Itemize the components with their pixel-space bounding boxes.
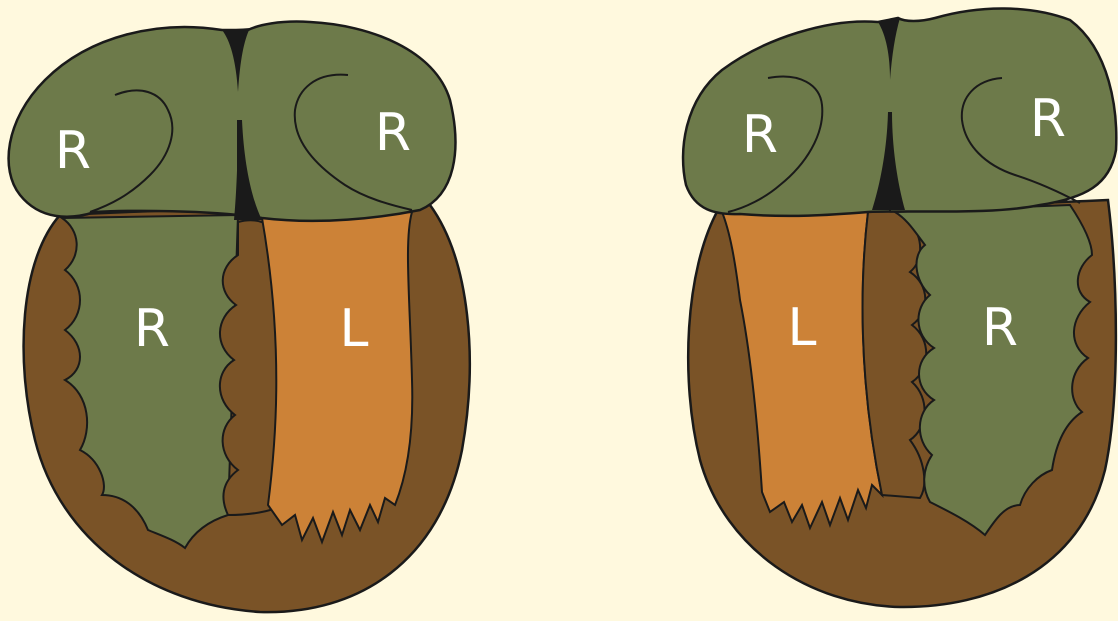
left-heart: R R R L bbox=[9, 22, 470, 613]
label-right-ventricle: R bbox=[134, 299, 170, 359]
label-right-atrium-1: R bbox=[55, 121, 91, 181]
label-right-atrium-2: R bbox=[375, 103, 411, 163]
label-right-atrium-1: R bbox=[742, 105, 778, 165]
label-left-ventricle: L bbox=[788, 298, 817, 358]
label-left-ventricle: L bbox=[340, 299, 369, 359]
left-ventricle bbox=[262, 212, 412, 542]
label-right-atrium-2: R bbox=[1030, 89, 1066, 149]
right-heart: R R L R bbox=[683, 8, 1116, 607]
label-right-ventricle: R bbox=[982, 298, 1018, 358]
